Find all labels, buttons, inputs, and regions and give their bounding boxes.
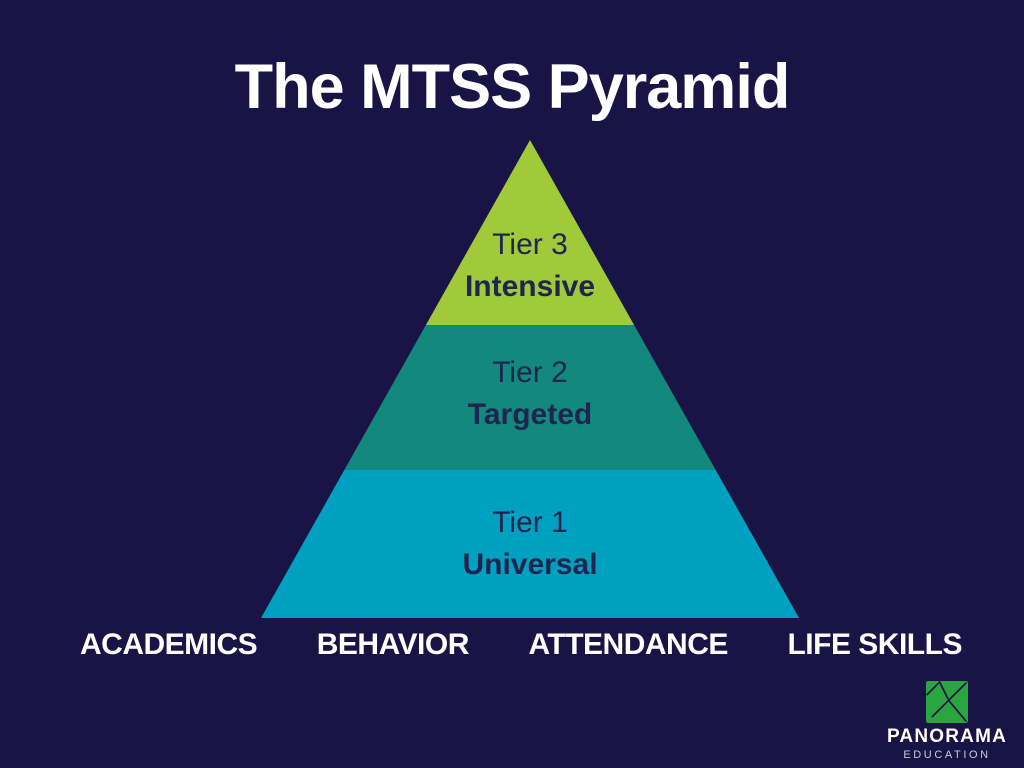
domain-labels-row: ACADEMICS BEHAVIOR ATTENDANCE LIFE SKILL…	[80, 628, 962, 662]
domain-attendance: ATTENDANCE	[528, 628, 728, 661]
mtss-pyramid-diagram: Tier 3 Intensive Tier 2 Targeted Tier 1 …	[261, 140, 799, 618]
tier2-shape	[344, 325, 716, 470]
tier3-shape	[425, 140, 635, 325]
tier1-shape	[261, 470, 799, 618]
domain-life-skills: LIFE SKILLS	[787, 628, 962, 661]
domain-behavior: BEHAVIOR	[316, 628, 470, 661]
logo-brand-text: PANORAMA	[886, 726, 1008, 747]
logo-fold-lines	[926, 681, 967, 722]
panorama-education-logo: PANORAMA EDUCATION	[882, 681, 1012, 762]
logo-division-text: EDUCATION	[903, 749, 991, 761]
page-title: The MTSS Pyramid	[234, 52, 791, 122]
pyramid-shapes	[261, 140, 799, 618]
domain-academics: ACADEMICS	[80, 628, 258, 661]
panorama-tangram-square-icon	[926, 681, 968, 723]
